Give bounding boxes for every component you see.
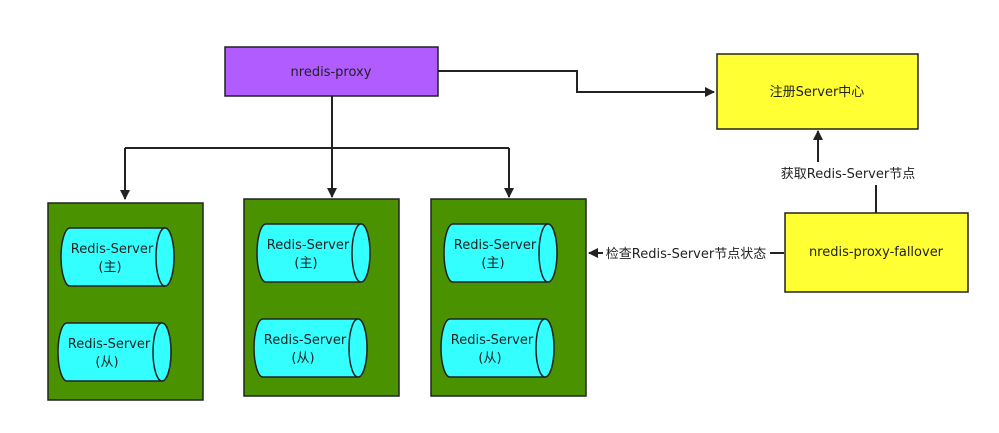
- redis-master-cylinder: Redis-Server (主): [60, 227, 175, 287]
- check-status-edge-label: 检查Redis-Server节点状态: [606, 247, 766, 262]
- redis-master-name: Redis-Server: [267, 238, 350, 253]
- fallover-label: nredis-proxy-fallover: [809, 245, 944, 260]
- redis-slave-name: Redis-Server: [451, 333, 534, 348]
- redis-master-cylinder: Redis-Server (主): [256, 223, 371, 283]
- redis-slave-role: (从): [478, 351, 501, 366]
- server-groups: Redis-Server(主)Redis-Server(从)Redis-Serv…: [47, 198, 587, 401]
- cylinder-cap: [351, 223, 371, 283]
- proxy-box: [224, 46, 439, 97]
- fallover-node: nredis-proxy-fallover: [784, 212, 969, 293]
- redis-master-role: (主): [294, 256, 317, 271]
- redis-slave-role: (从): [291, 351, 314, 366]
- redis-slave-cylinder: Redis-Server (从): [57, 322, 172, 382]
- server-group-2: Redis-Server (主) Redis-Server (从): [243, 198, 400, 397]
- redis-master-role: (主): [98, 260, 121, 275]
- proxy-label: nredis-proxy: [291, 65, 372, 80]
- proxy-to-registry-arrow: [438, 70, 715, 97]
- redis-master-name: Redis-Server: [71, 242, 154, 257]
- registry-label: 注册Server中心: [770, 85, 865, 100]
- cylinder-cap: [538, 223, 558, 283]
- server-group-3: Redis-Server (主) Redis-Server (从): [430, 198, 587, 397]
- fallover-box: [784, 212, 969, 293]
- redis-master-role: (主): [481, 256, 504, 271]
- redis-master-cylinder: Redis-Server (主): [443, 223, 558, 283]
- server-group-1: Redis-Server (主) Redis-Server (从): [47, 202, 204, 401]
- redis-slave-name: Redis-Server: [264, 333, 347, 348]
- registry-node: 注册Server中心: [716, 53, 919, 130]
- connectors: [120, 70, 877, 258]
- cylinder-cap: [535, 318, 555, 378]
- registry-box: [716, 53, 919, 130]
- redis-slave-role: (从): [95, 355, 118, 370]
- redis-slave-name: Redis-Server: [68, 337, 151, 352]
- cylinder-cap: [152, 322, 172, 382]
- proxy-node: nredis-proxy: [224, 46, 439, 97]
- cylinder-cap: [348, 318, 368, 378]
- get-nodes-edge-label: 获取Redis-Server节点: [781, 167, 915, 182]
- redis-slave-cylinder: Redis-Server (从): [253, 318, 368, 378]
- redis-master-name: Redis-Server: [454, 238, 537, 253]
- redis-slave-cylinder: Redis-Server (从): [440, 318, 555, 378]
- cylinder-cap: [155, 227, 175, 287]
